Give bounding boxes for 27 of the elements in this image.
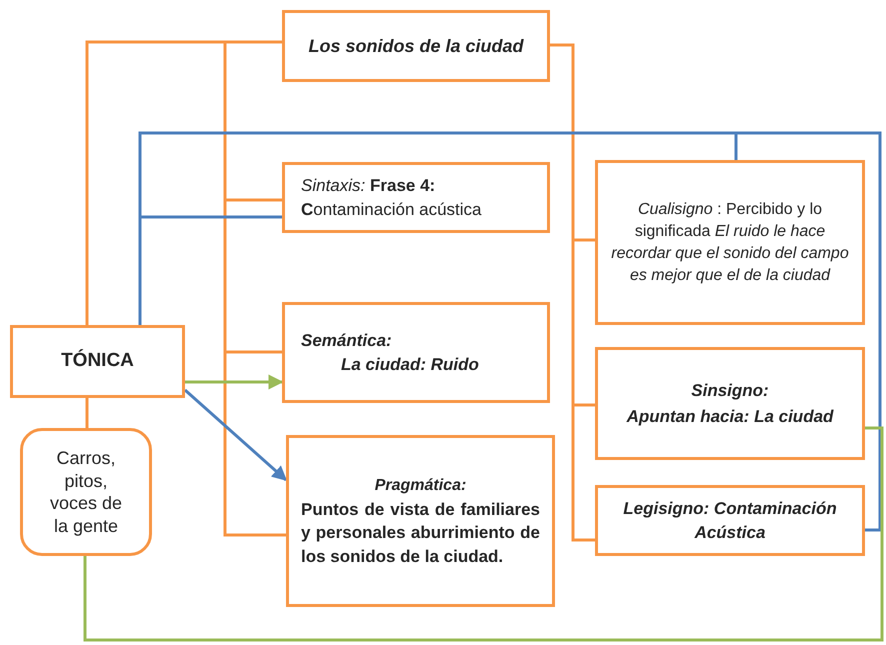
- box-text: Los sonidos de la ciudad: [308, 34, 524, 58]
- text-box: [595, 160, 865, 325]
- arrow: [185, 374, 284, 390]
- rounded-box: [20, 428, 152, 556]
- connector-line: [86, 398, 88, 428]
- connector-line: [224, 40, 286, 536]
- text-box: [595, 485, 865, 556]
- box-text: Sintaxis: Frase 4: Contaminación acústica: [301, 175, 482, 220]
- text-box: [595, 347, 865, 460]
- text-box: [282, 10, 550, 82]
- box-heading: Sinsigno:: [691, 380, 769, 402]
- text-box: [286, 435, 555, 607]
- text-box: [282, 162, 550, 233]
- connector-line: [84, 426, 884, 642]
- box-text: Cualisigno : Percibido y lo significada El ruido le hace recordar que el sonido del campo es mejor que el de la ciudad: [610, 200, 850, 286]
- connector-line: [138, 132, 882, 532]
- box-text: Legisigno: Contaminación Acústica: [622, 498, 838, 544]
- arrow: [184, 388, 288, 482]
- box-text: Puntos de vista de familiares y personales aburrimiento de los sonidos de la ciudad.: [301, 498, 540, 568]
- box-text: Carros, pitos, voces de la gente: [48, 447, 124, 537]
- box-heading: Semántica:: [301, 330, 392, 352]
- box-text: Apuntan hacia: La ciudad: [626, 406, 834, 428]
- box-text: TÓNICA: [61, 348, 134, 374]
- text-box: [282, 302, 550, 403]
- box-text: La ciudad: Ruido: [340, 354, 479, 376]
- text-box: [10, 325, 185, 398]
- box-heading: Pragmática:: [374, 476, 468, 496]
